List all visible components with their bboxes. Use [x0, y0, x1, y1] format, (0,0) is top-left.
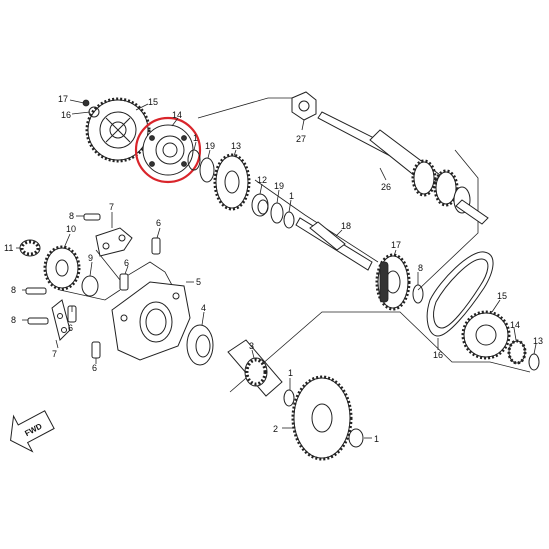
callout-26: 26	[381, 182, 391, 192]
callout-13: 8	[418, 263, 423, 273]
callout-1-b: 1	[289, 191, 294, 201]
callout-3: 3	[249, 341, 254, 351]
part-1-circlip-b	[283, 211, 295, 229]
callout-21: 13	[231, 141, 241, 151]
fwd-arrow-icon: FWD	[10, 410, 55, 453]
part-15-gear	[461, 310, 511, 360]
part-4-bearing	[186, 324, 214, 366]
callout-1-c: 1	[288, 368, 293, 378]
callout-5: 5	[196, 277, 201, 287]
leader-lines	[16, 99, 537, 439]
part-22-hub-highlighted	[134, 116, 202, 184]
callout-20: 12	[257, 175, 267, 185]
callout-18: 18	[341, 221, 351, 231]
part-8-bolts	[25, 213, 101, 325]
callout-19-a: 19	[205, 141, 215, 151]
callout-22: 14	[172, 110, 182, 120]
part-18-shaft	[295, 217, 373, 271]
part-21-gear	[213, 153, 251, 211]
part-20-bearing	[251, 193, 269, 217]
callout-23: 15	[148, 97, 158, 107]
callout-1-d: 1	[374, 434, 379, 444]
callout-27: 27	[296, 134, 306, 144]
callout-25: 17	[58, 94, 68, 104]
callout-6-b: 6	[124, 258, 129, 268]
callout-9: 9	[88, 253, 93, 263]
callout-7-b: 7	[52, 349, 57, 359]
part-6-bolts	[67, 237, 161, 359]
callout-24: 16	[61, 110, 71, 120]
callout-4: 4	[201, 303, 206, 313]
callout-15: 15	[497, 291, 507, 301]
callout-14: 14	[510, 320, 520, 330]
part-16-belt	[426, 251, 494, 337]
part-19-washer-a	[199, 157, 215, 183]
callout-10: 10	[66, 224, 76, 234]
callout-16: 16	[433, 350, 443, 360]
callout-6-c: 6	[68, 323, 73, 333]
part-1-circlip-d	[348, 428, 364, 448]
highlight-circle	[134, 116, 202, 184]
part-2-gear	[291, 375, 353, 461]
callout-8-b: 8	[11, 285, 16, 295]
assembly-guide-lines	[59, 97, 531, 393]
callout-7-a: 7	[109, 202, 114, 212]
callout-1-a: 1	[193, 133, 198, 143]
part-3-shaft	[227, 339, 283, 397]
callout-8-a: 8	[69, 211, 74, 221]
callout-17: 17	[391, 240, 401, 250]
part-12-circlip	[528, 353, 540, 371]
part-19-washer-b	[270, 202, 284, 224]
callout-2: 2	[273, 424, 278, 434]
callout-6-a: 6	[156, 218, 161, 228]
part-27-nut	[291, 91, 317, 121]
part-14-bearing	[507, 339, 527, 365]
part-7-bracket-top	[95, 227, 133, 257]
part-23-gear	[85, 97, 151, 163]
part-13-circlip	[412, 284, 424, 304]
part-11-cap	[19, 239, 41, 257]
callout-8-c: 8	[11, 315, 16, 325]
callout-19-b: 19	[274, 181, 284, 191]
part-7-bracket-bottom	[51, 299, 71, 341]
part-1-circlip-c	[283, 389, 295, 407]
part-10-gear	[43, 245, 81, 291]
part-26-shaft	[317, 111, 489, 225]
callout-11: 11	[4, 243, 13, 253]
callout-12: 13	[533, 336, 543, 346]
callout-6-d: 6	[92, 363, 97, 373]
part-17-gear	[375, 253, 411, 311]
part-9-ring	[81, 275, 99, 297]
callout-labels: 17 16 15 14 1 19 13 12 19 1 27 26 18 17 …	[4, 94, 543, 444]
part-5-housing	[111, 281, 191, 361]
